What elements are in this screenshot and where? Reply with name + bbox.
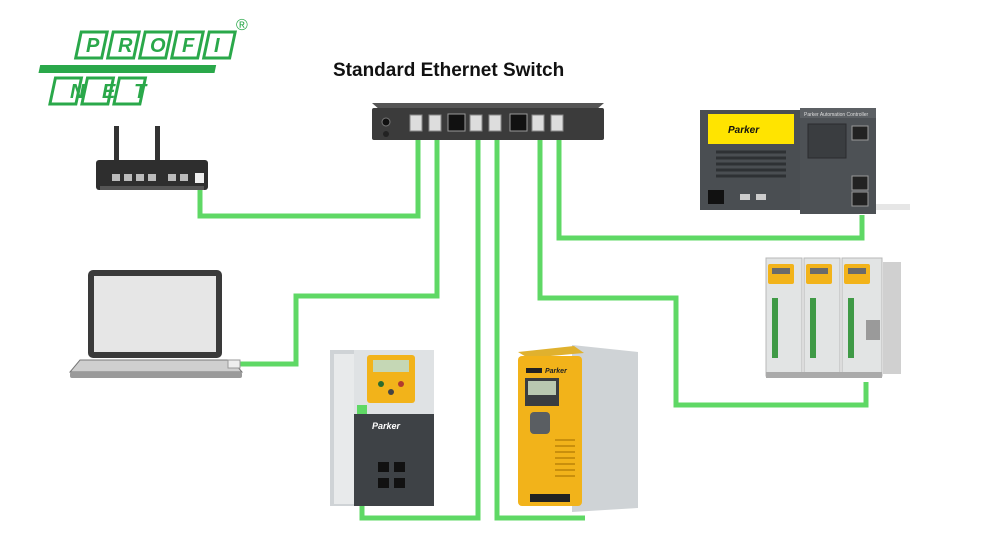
ac-drive-left-icon: Parker: [330, 350, 434, 506]
dc-drive-brand-label: Parker: [545, 368, 568, 375]
controller-brand-label: Parker: [728, 125, 760, 136]
logo-letter: E: [102, 81, 116, 103]
logo-letter: O: [150, 35, 166, 57]
ethernet-switch-icon: [372, 103, 604, 140]
logo-letter: R: [118, 35, 133, 57]
dc-drive-center-icon: Parker: [518, 345, 638, 512]
logo-letter: P: [86, 35, 100, 57]
logo-row-2: N E T: [48, 76, 148, 106]
logo-row-1: P R O F I: [73, 30, 238, 60]
cable-laptop: [240, 136, 440, 367]
servo-drives-icon: [765, 257, 901, 378]
laptop-icon: [68, 270, 244, 378]
logo-letter: T: [134, 81, 148, 103]
cable-servo: [537, 136, 869, 408]
ac-drive-brand-label: Parker: [372, 421, 401, 431]
cable-router: [197, 136, 421, 219]
logo-letter: N: [70, 81, 85, 103]
controller-model-label: Parker Automation Controller: [804, 112, 869, 118]
switch-title: Standard Ethernet Switch: [333, 60, 565, 81]
cable-dc-drive: [494, 136, 585, 521]
logo-letter: F: [182, 35, 195, 57]
automation-controller-icon: Parker Parker Automation Controller: [700, 108, 910, 214]
cable-controller: [556, 136, 865, 241]
router-icon: [96, 126, 208, 190]
logo-letter: I: [214, 35, 220, 57]
registered-mark: ®: [236, 17, 248, 34]
profinet-logo-icon: P R O F I N E T ®: [38, 17, 248, 106]
ethernet-cables: [197, 136, 869, 521]
